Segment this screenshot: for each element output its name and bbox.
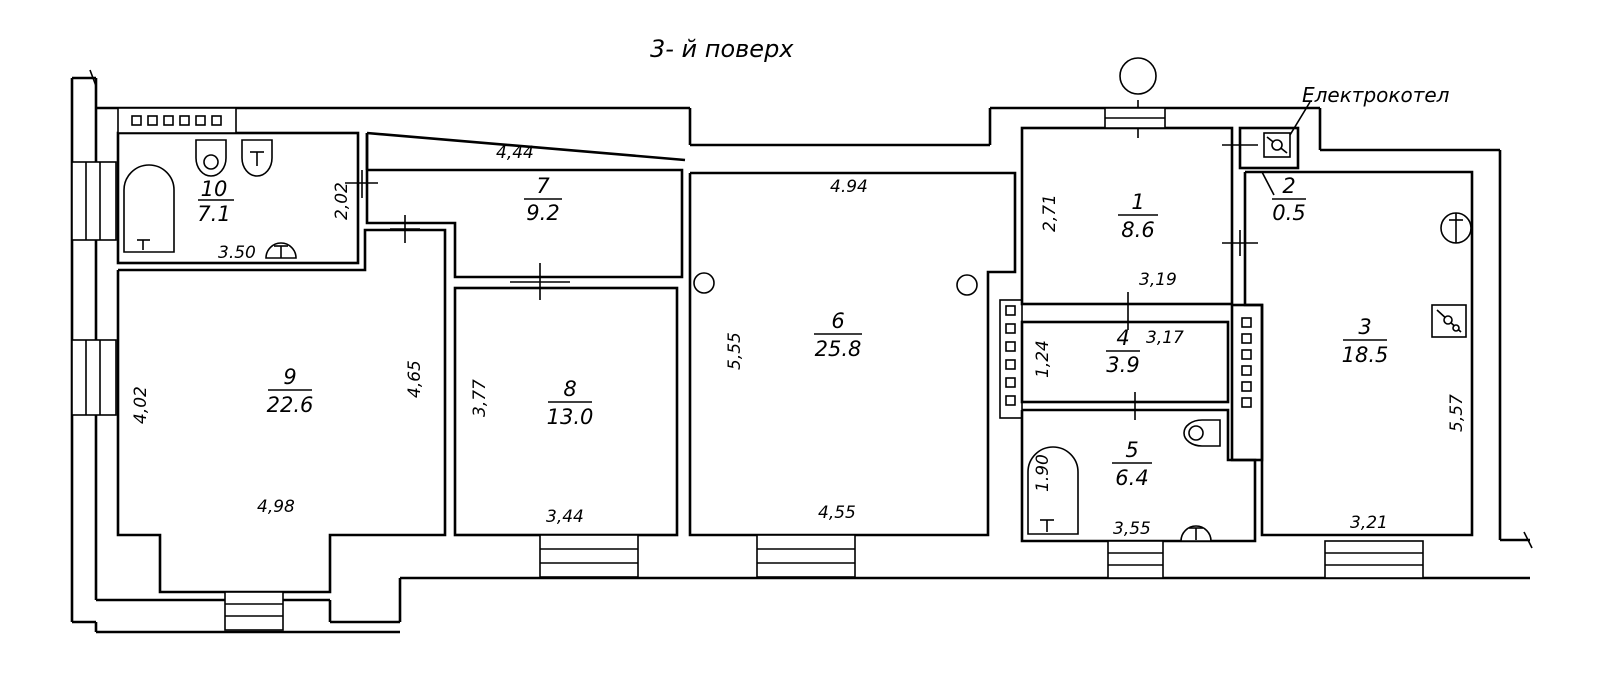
room-10-label: 10 7.1 xyxy=(197,177,234,226)
dim-1-90: 1.90 xyxy=(1033,454,1053,492)
room-9-label: 9 22.6 xyxy=(267,365,314,417)
windows xyxy=(71,107,1424,631)
room-2-area: 0.5 xyxy=(1272,201,1305,225)
room-1-area: 8.6 xyxy=(1121,218,1154,242)
toilet-icon xyxy=(195,139,227,177)
column-icon-2 xyxy=(956,274,978,296)
vent-column-icon xyxy=(1005,305,1016,406)
window-bottom-2 xyxy=(539,534,639,578)
dim-2-71: 2,71 xyxy=(1040,194,1060,232)
room-9-number: 9 xyxy=(283,365,296,389)
room-4-area: 3.9 xyxy=(1106,353,1139,377)
window-top-1 xyxy=(1104,107,1166,129)
dimension-labels: 4,44 4.94 3.50 3,19 3,17 3,55 3,21 4,55 … xyxy=(131,143,1467,539)
radiator-icon xyxy=(265,242,297,259)
dim-4-94: 4.94 xyxy=(830,177,868,197)
room-5-area: 6.4 xyxy=(1115,466,1148,490)
dim-4-55: 4,55 xyxy=(818,503,856,523)
dim-5-57: 5,57 xyxy=(1447,394,1467,432)
window-left-2 xyxy=(71,339,117,416)
room-4-number: 4 xyxy=(1116,326,1129,350)
room-1-label: 1 8.6 xyxy=(1118,190,1158,242)
window-bottom-3 xyxy=(756,534,856,578)
window-left-1 xyxy=(71,161,117,241)
shaft-grille-icon xyxy=(1241,317,1252,408)
dim-4-02: 4,02 xyxy=(131,386,151,424)
dim-4-98: 4,98 xyxy=(257,497,295,517)
boiler-icon xyxy=(1263,132,1291,158)
toilet-icon-2 xyxy=(241,139,273,177)
room-8-area: 13.0 xyxy=(547,405,594,429)
dim-2-02: 2,02 xyxy=(332,182,352,220)
room-7-area: 9.2 xyxy=(526,201,559,225)
room-7-label: 7 9.2 xyxy=(524,174,562,225)
room-9-area: 22.6 xyxy=(267,393,314,417)
vent-grille-icon xyxy=(117,107,237,134)
toilet-icon-3 xyxy=(1183,419,1221,447)
room-6-area: 25.8 xyxy=(815,337,862,361)
room-10-area: 7.1 xyxy=(197,202,230,226)
room-8-label: 8 13.0 xyxy=(547,377,594,429)
window-bottom-1 xyxy=(224,591,284,631)
door-marks xyxy=(345,100,1258,420)
bathtub-icon-2 xyxy=(1027,446,1079,535)
circle-marker-icon xyxy=(1119,57,1157,95)
room-2-leader-line xyxy=(1261,171,1275,196)
room-2-label: 2 0.5 xyxy=(1272,174,1306,225)
room-5-label: 5 6.4 xyxy=(1112,438,1152,490)
dim-1-24: 1,24 xyxy=(1033,340,1053,378)
room-8-number: 8 xyxy=(563,377,576,401)
room-5-number: 5 xyxy=(1125,438,1138,462)
dim-3-21: 3,21 xyxy=(1350,513,1388,533)
room-3-area: 18.5 xyxy=(1342,343,1389,367)
room-7-number: 7 xyxy=(536,174,550,198)
room-1-number: 1 xyxy=(1131,190,1144,214)
boiler-label: Електрокотел xyxy=(1302,83,1450,107)
dim-3-17: 3,17 xyxy=(1146,328,1184,348)
stove-icon xyxy=(1431,304,1467,338)
dim-4-44: 4,44 xyxy=(496,143,534,163)
room-6-number: 6 xyxy=(831,309,844,333)
bathtub-icon xyxy=(123,164,175,253)
dim-3-55: 3,55 xyxy=(1113,519,1151,539)
room-2-number: 2 xyxy=(1282,174,1295,198)
room-3-label: 3 18.5 xyxy=(1342,315,1389,367)
column-icon xyxy=(693,272,715,294)
dim-3-19: 3,19 xyxy=(1139,270,1177,290)
room-6-label: 6 25.8 xyxy=(814,309,862,361)
dim-3-77: 3,77 xyxy=(470,379,490,417)
room-outlines xyxy=(116,126,1474,594)
room-4-label: 4 3.9 xyxy=(1106,326,1140,377)
radiator-icon-2 xyxy=(1180,525,1212,542)
room-10-number: 10 xyxy=(201,177,228,201)
dim-3-50: 3.50 xyxy=(218,243,256,263)
floor-title: 3- й поверх xyxy=(650,35,794,63)
room-labels: 10 7.1 7 9.2 9 22.6 8 13.0 6 25.8 1 8.6 xyxy=(197,174,1388,490)
window-bottom-5 xyxy=(1324,540,1424,579)
dim-4-65: 4,65 xyxy=(405,360,425,398)
dim-5-55: 5,55 xyxy=(725,332,745,370)
boiler-leader-line xyxy=(1289,101,1311,136)
radiator-icon-3 xyxy=(1440,212,1472,244)
room-3-number: 3 xyxy=(1358,315,1371,339)
window-bottom-4 xyxy=(1107,540,1164,579)
fixtures xyxy=(117,57,1472,542)
dim-3-44: 3,44 xyxy=(546,507,584,527)
